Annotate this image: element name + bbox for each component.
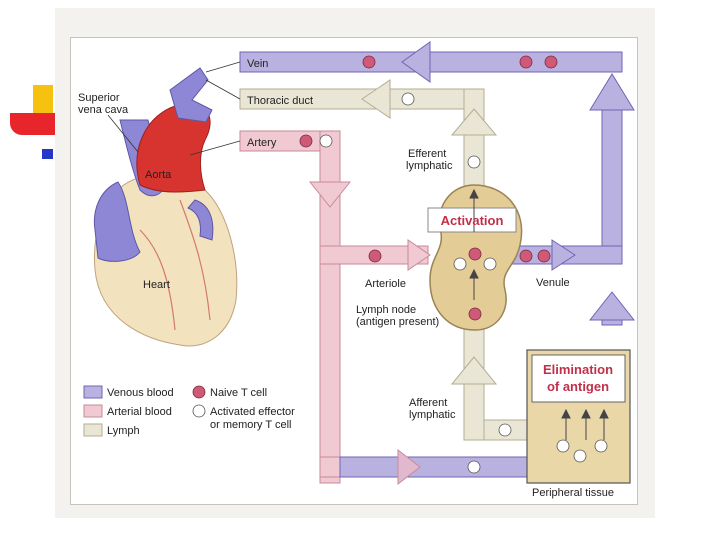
legend-venous-label: Venous blood [107, 387, 174, 399]
activation-label-box [427, 207, 517, 233]
activated-t-cell [467, 155, 481, 169]
activated-t-cell [467, 460, 481, 474]
legend-swatch-activated [192, 404, 206, 418]
activated-t-cells [319, 92, 608, 474]
internal-arrows [469, 188, 609, 440]
slide-accent-blue [42, 149, 53, 159]
efferent-lymphatic-label-2: lymphatic [406, 160, 453, 172]
activated-t-cell [453, 257, 467, 271]
activated-t-cell [556, 439, 570, 453]
lymph-node-label-1: Lymph node [356, 304, 416, 316]
artery-label: Artery [247, 137, 277, 149]
legend-naive-label: Naive T cell [210, 387, 267, 399]
legend-activated-label-1: Activated effector [210, 406, 295, 418]
thoracic-duct-label: Thoracic duct [247, 95, 313, 107]
activated-t-cell [401, 92, 415, 106]
legend: Venous blood Arterial blood Lymph Naive … [83, 385, 295, 437]
leader-lines [107, 61, 241, 156]
naive-t-cell [544, 55, 558, 69]
naive-t-cell [468, 307, 482, 321]
arteriole-label: Arteriole [365, 278, 406, 290]
coronary-vessels [139, 199, 211, 331]
activation-label: Activation [441, 213, 504, 228]
naive-t-cell [519, 55, 533, 69]
venule-label: Venule [536, 277, 570, 289]
lymph-node-label-2: (antigen present) [356, 316, 439, 328]
great-veins-top [169, 67, 213, 123]
superior-vena-cava-label-1: Superior [78, 92, 120, 104]
right-heart-veins [93, 181, 141, 262]
lymph-arrows [361, 79, 498, 385]
activated-t-cell [319, 134, 333, 148]
naive-t-cell [362, 55, 376, 69]
naive-t-cell [299, 134, 313, 148]
elimination-label-1: Elimination [543, 362, 613, 377]
naive-t-cell [468, 247, 482, 261]
slide-accent-red-bar [10, 113, 58, 135]
legend-lymph-label: Lymph [107, 425, 140, 437]
venous-tissue-return [339, 448, 531, 486]
vein-label: Vein [247, 58, 268, 70]
superior-vena-cava-label-2: vena cava [78, 104, 129, 116]
legend-activated-label-2: or memory T cell [210, 419, 292, 431]
afferent-lymphatic-label-2: lymphatic [409, 409, 456, 421]
elimination-label-box [531, 354, 626, 403]
naive-t-cells [299, 55, 558, 321]
legend-arterial-label: Arterial blood [107, 406, 172, 418]
naive-t-cell [537, 249, 551, 263]
activated-t-cell [594, 439, 608, 453]
naive-t-cell [519, 249, 533, 263]
peripheral-tissue-label: Peripheral tissue [532, 487, 614, 499]
legend-swatch-lymph [83, 423, 103, 437]
aorta-label: Aorta [145, 169, 172, 181]
activated-t-cell [498, 423, 512, 437]
aorta-shape [136, 103, 211, 193]
activated-t-cell [483, 257, 497, 271]
legend-swatch-naive [192, 385, 206, 399]
elimination-label-2: of antigen [547, 379, 609, 394]
afferent-lymphatic-label-1: Afferent [409, 397, 447, 409]
heart-illustration [93, 67, 238, 347]
efferent-lymphatic-label-1: Efferent [408, 148, 446, 160]
arterial-arrows [308, 181, 431, 271]
venous-arrows [401, 41, 636, 321]
legend-swatch-arterial [83, 404, 103, 418]
legend-swatch-venous [83, 385, 103, 399]
activated-t-cell [573, 449, 587, 463]
heart-label: Heart [143, 279, 170, 291]
naive-t-cell [368, 249, 382, 263]
pulmonary-veins [187, 199, 214, 241]
